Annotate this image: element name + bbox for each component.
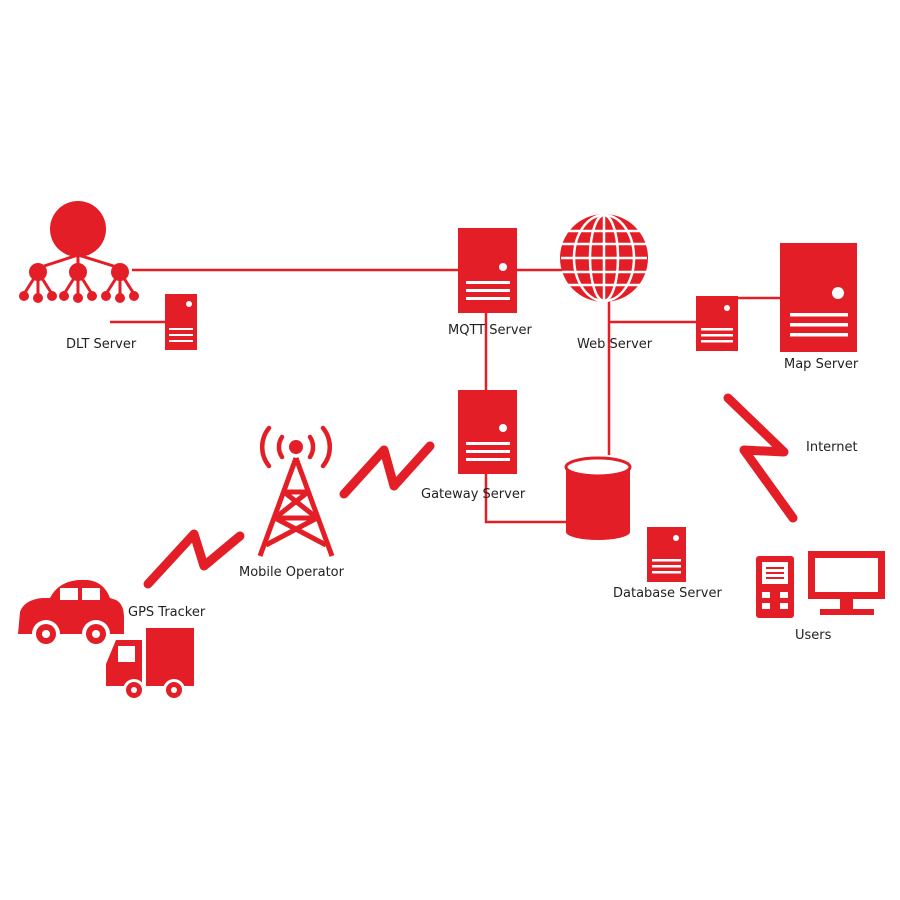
users-label: Users [795, 628, 832, 643]
connection-lines [110, 268, 780, 524]
cell-tower-icon [257, 425, 335, 557]
org-network-icon [19, 201, 139, 303]
lightning-link-icon [143, 529, 245, 589]
gateway-server-icon [458, 390, 517, 474]
dlt-server-icon [165, 294, 197, 350]
phone-icon [756, 556, 794, 618]
internet-label: Internet [806, 440, 858, 455]
map-server-label: Map Server [784, 357, 859, 372]
gps-tracker-label: GPS Tracker [128, 605, 206, 620]
dlt-server-label: DLT Server [66, 337, 137, 352]
database-icon [564, 456, 632, 540]
proxy-server-icon [696, 296, 738, 351]
gateway-server-label: Gateway Server [421, 487, 526, 502]
monitor-icon [808, 551, 885, 615]
database-server-icon [647, 527, 686, 582]
lightning-link-icon [339, 441, 435, 499]
truck-icon [106, 628, 194, 701]
mqtt-server-icon [458, 228, 517, 313]
link-gateway-database [484, 474, 566, 524]
car-icon [18, 580, 124, 648]
database-server-label: Database Server [613, 586, 722, 601]
globe-icon [560, 213, 648, 303]
mobile-operator-label: Mobile Operator [239, 565, 344, 580]
mqtt-server-label: MQTT Server [448, 323, 532, 338]
map-server-icon [780, 243, 857, 352]
web-server-label: Web Server [577, 337, 653, 352]
lightning-link-icon [723, 393, 798, 523]
